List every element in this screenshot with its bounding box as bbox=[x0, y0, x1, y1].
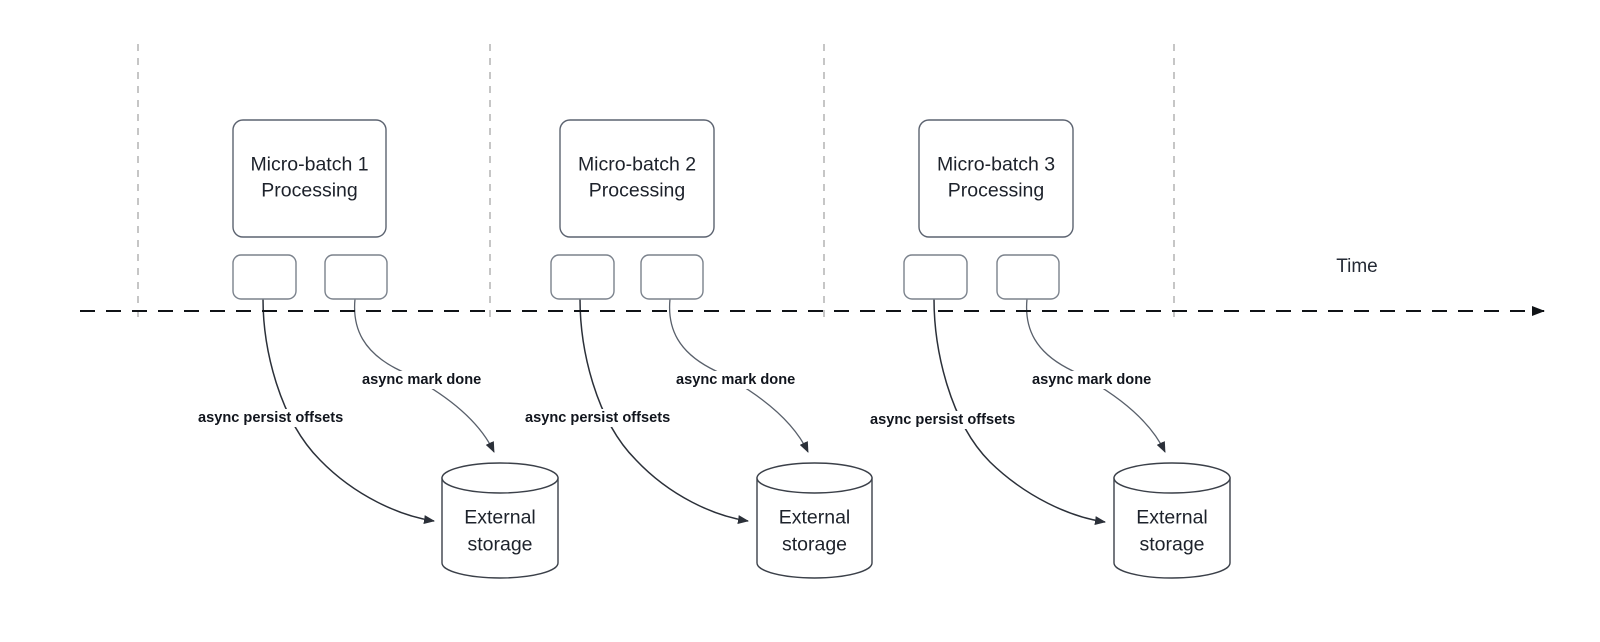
async-mark-done-edge-label: async mark done bbox=[362, 372, 481, 388]
cylinder-top bbox=[441, 462, 559, 494]
edge-label-halo bbox=[672, 371, 797, 389]
storage-label-line1: External bbox=[1136, 507, 1208, 529]
time-axis-label-group: Time bbox=[1336, 256, 1378, 277]
group-2-external-storage[interactable]: External storage bbox=[756, 462, 873, 579]
edge-label-texts: async persist offsets async mark done asyn… bbox=[194, 371, 1153, 429]
edge-label-halo bbox=[1028, 371, 1153, 389]
storage-label-line1: External bbox=[779, 507, 851, 529]
group-3-external-storage[interactable]: External storage bbox=[1113, 462, 1231, 579]
batch-box-label-line1: Micro-batch 1 bbox=[250, 154, 368, 176]
time-axis-label: Time bbox=[1336, 256, 1378, 277]
storage-label-line2: storage bbox=[467, 534, 532, 556]
cylinder-body bbox=[756, 477, 873, 579]
edge-label-halo bbox=[521, 409, 692, 427]
edge-label-halo bbox=[358, 371, 483, 389]
batch-box-label-line1: Micro-batch 3 bbox=[937, 154, 1055, 176]
task-box-left[interactable] bbox=[232, 254, 297, 300]
task-box-right[interactable] bbox=[640, 254, 704, 300]
batch-box-label-line2: Processing bbox=[589, 180, 685, 202]
async-mark-done-edge bbox=[1025, 298, 1166, 453]
async-persist-offsets-edge-label: async persist offsets bbox=[198, 410, 343, 426]
batch-box-shape bbox=[918, 119, 1074, 238]
async-persist-offsets-edge-label: async persist offsets bbox=[525, 410, 670, 426]
storage-label-line1: External bbox=[464, 507, 536, 529]
async-persist-offsets-edge bbox=[579, 298, 749, 524]
batch-box-label-line1: Micro-batch 2 bbox=[578, 154, 696, 176]
async-persist-offsets-edge bbox=[262, 298, 435, 524]
async-mark-done-edge-label: async mark done bbox=[676, 372, 795, 388]
async-persist-offsets-edge bbox=[933, 298, 1106, 526]
task-box-right[interactable] bbox=[996, 254, 1060, 300]
cylinder-body bbox=[441, 477, 559, 579]
async-flow-edges bbox=[262, 298, 1166, 526]
storage-label-line2: storage bbox=[1139, 534, 1204, 556]
storage-label-line2: storage bbox=[782, 534, 847, 556]
diagram-nodes: Micro-batch 1ProcessingExternalstorageMi… bbox=[232, 119, 1231, 579]
group-2-batch-box[interactable]: Micro-batch 2 Processing bbox=[559, 119, 715, 238]
group-1-external-storage[interactable]: External storage bbox=[441, 462, 559, 579]
batch-box-label-line2: Processing bbox=[261, 180, 357, 202]
batch-box-shape bbox=[232, 119, 387, 238]
task-box-right[interactable] bbox=[324, 254, 388, 300]
async-mark-done-edge-label: async mark done bbox=[1032, 372, 1151, 388]
async-mark-done-edge bbox=[353, 298, 495, 453]
cylinder-top bbox=[1113, 462, 1231, 494]
async-mark-done-edge bbox=[668, 298, 809, 453]
cylinder-top bbox=[756, 462, 873, 494]
batch-box-shape bbox=[559, 119, 715, 238]
task-box-left[interactable] bbox=[903, 254, 968, 300]
group-1-batch-box[interactable]: Micro-batch 1 Processing bbox=[232, 119, 387, 238]
batch-box-label-line2: Processing bbox=[948, 180, 1044, 202]
group-3-batch-box[interactable]: Micro-batch 3 Processing bbox=[918, 119, 1074, 238]
batch-boundary-lines bbox=[137, 44, 1175, 318]
cylinder-body bbox=[1113, 477, 1231, 579]
async-persist-offsets-edge-label: async persist offsets bbox=[870, 412, 1015, 428]
task-box-left[interactable] bbox=[550, 254, 615, 300]
edge-label-halo bbox=[194, 409, 365, 427]
edge-label-halo bbox=[866, 411, 1037, 429]
